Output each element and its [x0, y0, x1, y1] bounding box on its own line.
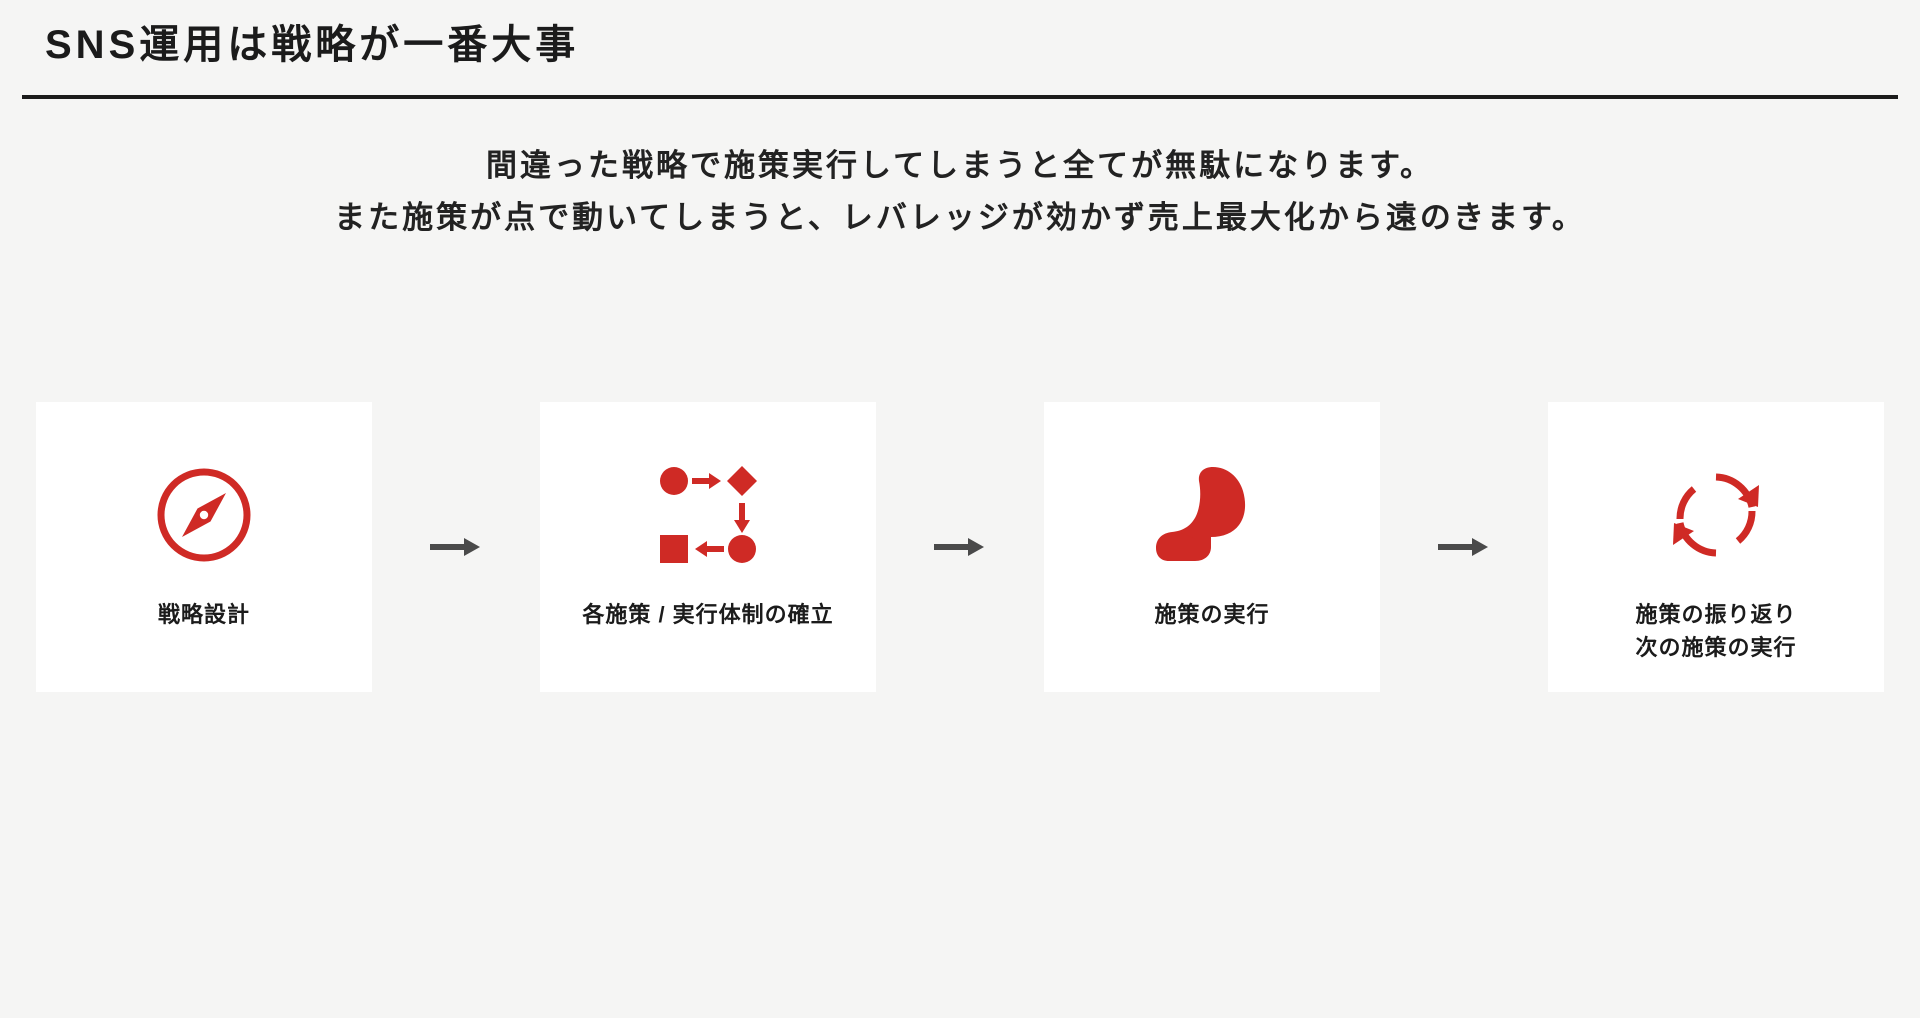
- flow-step-label-4-line-1: 施策の振り返り: [1635, 602, 1797, 627]
- flow-step-card-1[interactable]: 戦略設計: [36, 402, 372, 692]
- flow-step-label-3: 施策の実行: [1054, 598, 1370, 631]
- flow-step-label-3-line-1: 施策の実行: [1154, 602, 1270, 627]
- flow-connector-3: [1438, 402, 1490, 692]
- flow-step-label-2-line-1: 各施策 / 実行体制の確立: [582, 602, 834, 627]
- flow-step-label-2: 各施策 / 実行体制の確立: [550, 598, 866, 631]
- flow-step-label-1: 戦略設計: [46, 598, 362, 631]
- flow-step-card-2[interactable]: 各施策 / 実行体制の確立: [540, 402, 876, 692]
- subtitle-line-1: 間違った戦略で施策実行してしまうと全てが無駄になります。: [486, 148, 1434, 183]
- workflow-icon: [540, 460, 876, 570]
- page-title: SNS運用は戦略が一番大事: [45, 23, 580, 67]
- refresh-cycle-icon: [1548, 460, 1884, 570]
- process-flow: 戦略設計: [36, 402, 1884, 692]
- title-divider: [22, 95, 1898, 99]
- flexed-biceps-icon: [1044, 460, 1380, 570]
- flow-step-label-4: 施策の振り返り 次の施策の実行: [1558, 598, 1874, 664]
- flow-connector-2: [934, 402, 986, 692]
- arrow-right-icon: [1438, 535, 1490, 559]
- subtitle-line-2: また施策が点で動いてしまうと、レバレッジが効かず売上最大化から遠のきます。: [334, 200, 1586, 235]
- compass-icon: [36, 460, 372, 570]
- flow-step-card-3[interactable]: 施策の実行: [1044, 402, 1380, 692]
- arrow-right-icon: [934, 535, 986, 559]
- arrow-right-icon: [430, 535, 482, 559]
- subtitle-block: 間違った戦略で施策実行してしまうと全てが無駄になります。 また施策が点で動いてし…: [0, 140, 1920, 244]
- flow-step-label-1-line-1: 戦略設計: [157, 602, 250, 627]
- flow-step-label-4-line-2: 次の施策の実行: [1635, 635, 1797, 660]
- flow-connector-1: [430, 402, 482, 692]
- flow-step-card-4[interactable]: 施策の振り返り 次の施策の実行: [1548, 402, 1884, 692]
